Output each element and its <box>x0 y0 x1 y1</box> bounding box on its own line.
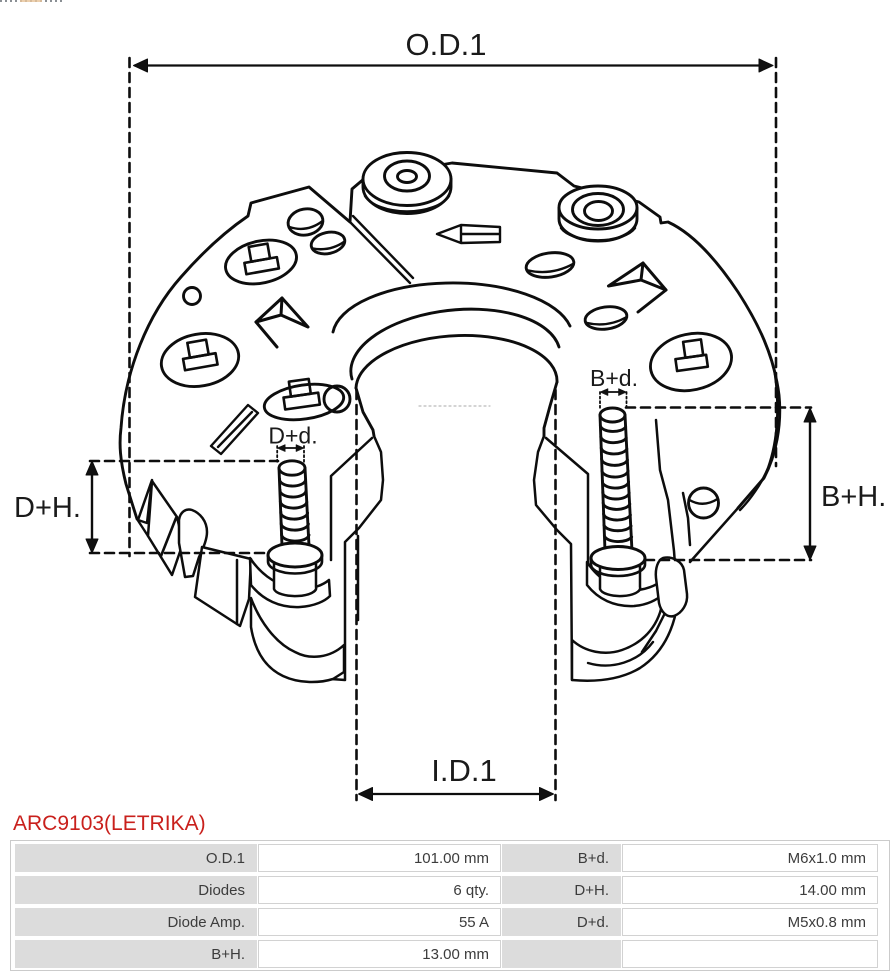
svg-text:D+H.: D+H. <box>14 492 81 524</box>
svg-text:O.D.1: O.D.1 <box>406 27 487 62</box>
svg-text:B+H.: B+H. <box>821 481 886 513</box>
svg-text:B+d.: B+d. <box>590 365 638 391</box>
svg-text:I.D.1: I.D.1 <box>431 753 496 788</box>
svg-text:D+d.: D+d. <box>268 423 317 449</box>
